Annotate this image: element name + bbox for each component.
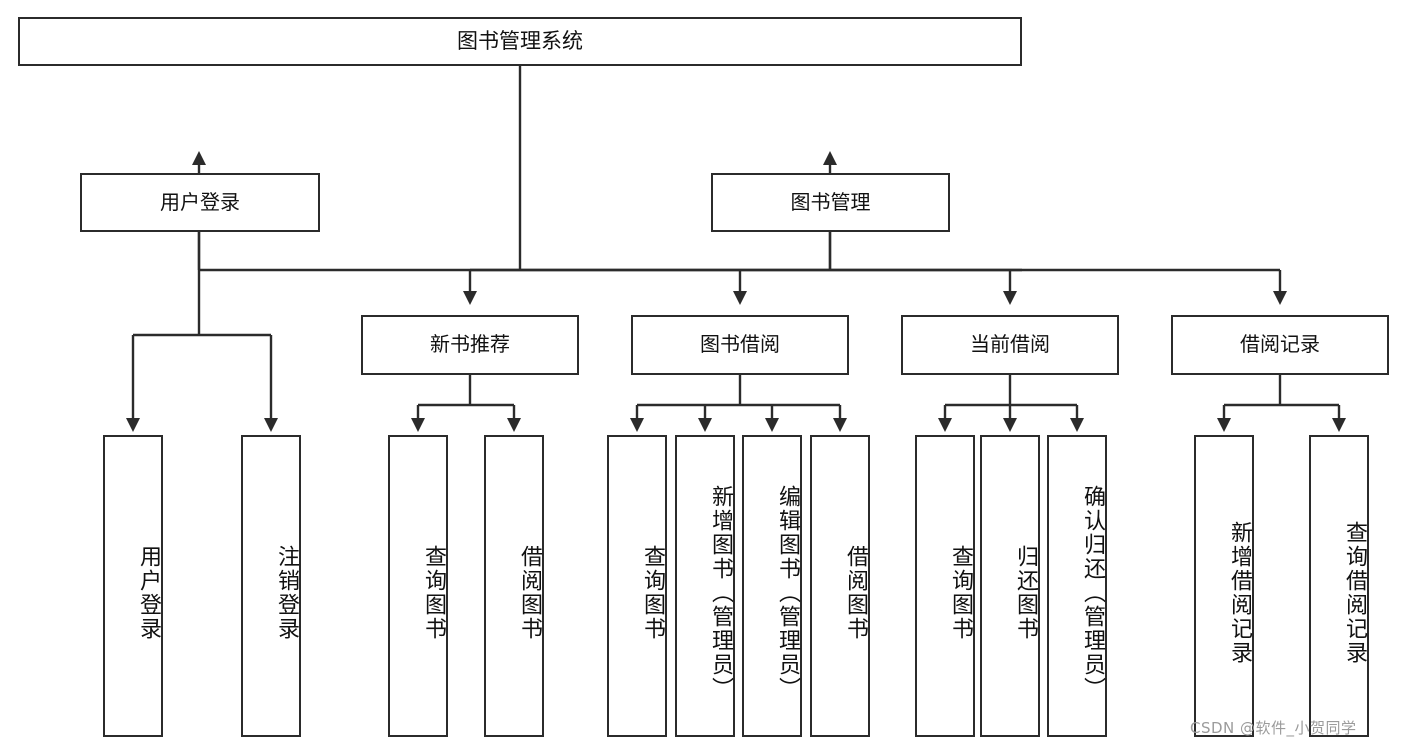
node-leaf-borrow-borrow-book[interactable]: 借阅图书 [810, 435, 870, 737]
node-leaf-borrow-add-book-label: 新增图书（管理员） [708, 485, 733, 701]
node-leaf-record-query[interactable]: 查询借阅记录 [1309, 435, 1369, 737]
node-leaf-current-confirm-return[interactable]: 确认归还（管理员） [1047, 435, 1107, 737]
node-leaf-rec-query-book-label: 查询图书 [421, 545, 446, 641]
node-leaf-user-login[interactable]: 用户登录 [103, 435, 163, 737]
node-book-borrow-label: 图书借阅 [700, 332, 780, 357]
node-root[interactable]: 图书管理系统 [18, 17, 1022, 66]
node-borrow-record[interactable]: 借阅记录 [1171, 315, 1389, 375]
node-current-borrow[interactable]: 当前借阅 [901, 315, 1119, 375]
node-leaf-current-return-book-label: 归还图书 [1013, 545, 1038, 641]
node-leaf-current-return-book[interactable]: 归还图书 [980, 435, 1040, 737]
node-leaf-user-login-label: 用户登录 [136, 545, 161, 641]
node-leaf-borrow-borrow-book-label: 借阅图书 [843, 545, 868, 641]
node-leaf-current-query-book-label: 查询图书 [948, 545, 973, 641]
node-leaf-rec-borrow-book[interactable]: 借阅图书 [484, 435, 544, 737]
node-leaf-record-query-label: 查询借阅记录 [1342, 521, 1367, 665]
node-leaf-record-add-label: 新增借阅记录 [1227, 521, 1252, 665]
node-book-borrow[interactable]: 图书借阅 [631, 315, 849, 375]
node-book-manage-label: 图书管理 [790, 189, 871, 214]
node-leaf-current-confirm-return-label: 确认归还（管理员） [1080, 485, 1105, 701]
node-leaf-user-logout-label: 注销登录 [274, 545, 299, 641]
node-user-login[interactable]: 用户登录 [80, 173, 320, 232]
node-leaf-rec-query-book[interactable]: 查询图书 [388, 435, 448, 737]
node-new-book-rec[interactable]: 新书推荐 [361, 315, 579, 375]
node-leaf-borrow-query-book-label: 查询图书 [640, 545, 665, 641]
node-leaf-borrow-edit-book-label: 编辑图书（管理员） [775, 485, 800, 701]
node-user-login-label: 用户登录 [160, 189, 240, 214]
node-leaf-borrow-add-book[interactable]: 新增图书（管理员） [675, 435, 735, 737]
node-current-borrow-label: 当前借阅 [970, 332, 1050, 357]
node-new-book-rec-label: 新书推荐 [430, 332, 510, 357]
node-root-label: 图书管理系统 [457, 29, 583, 54]
node-leaf-current-query-book[interactable]: 查询图书 [915, 435, 975, 737]
node-leaf-borrow-edit-book[interactable]: 编辑图书（管理员） [742, 435, 802, 737]
node-borrow-record-label: 借阅记录 [1240, 332, 1320, 357]
csdn-watermark: CSDN @软件_小贺同学 [1190, 719, 1357, 737]
node-leaf-user-logout[interactable]: 注销登录 [241, 435, 301, 737]
node-leaf-record-add[interactable]: 新增借阅记录 [1194, 435, 1254, 737]
node-leaf-rec-borrow-book-label: 借阅图书 [517, 545, 542, 641]
node-leaf-borrow-query-book[interactable]: 查询图书 [607, 435, 667, 737]
node-book-manage[interactable]: 图书管理 [711, 173, 950, 232]
